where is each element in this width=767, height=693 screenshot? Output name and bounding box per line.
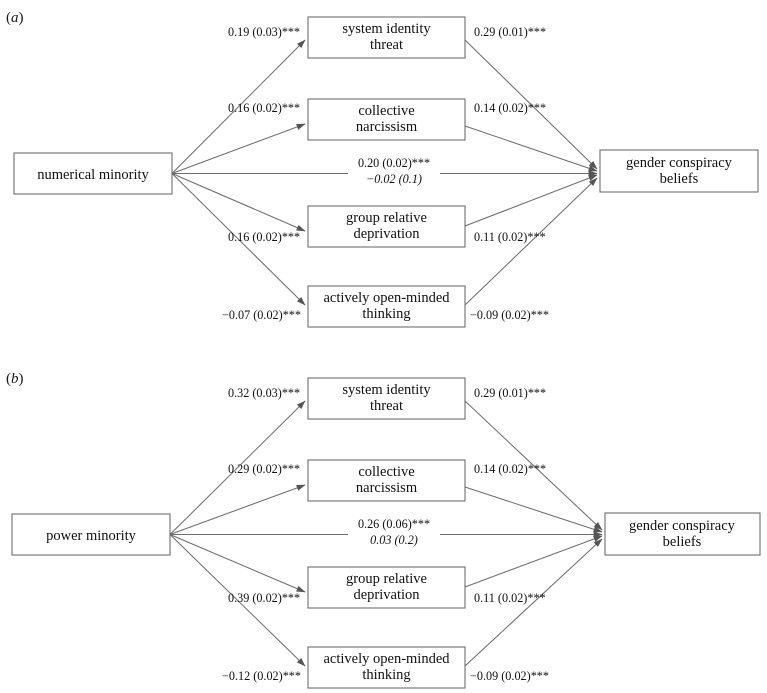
coef-b-path-2: 0.14 (0.02)*** — [474, 101, 546, 115]
panel-a: (a) numerical minority system identity t… — [6, 10, 759, 328]
path-a-predictor-to-m3 — [171, 173, 306, 232]
node-a-outcome-line1: gender conspiracy — [626, 155, 733, 171]
node-b-mediator-1-line2: threat — [370, 398, 403, 414]
node-b-outcome-line2: beliefs — [663, 534, 702, 550]
coef-b-bpath-2: 0.14 (0.02)*** — [474, 462, 546, 476]
node-b-predictor-label: power minority — [46, 528, 137, 544]
node-b-mediator-1 — [307, 377, 466, 420]
node-b-mediator-3-line2: deprivation — [353, 587, 420, 603]
node-a-mediator-1-line1: system identity — [342, 21, 431, 37]
path-a-predictor-to-m2 — [171, 123, 306, 174]
node-b-mediator-4-line1: actively open-minded — [323, 651, 450, 667]
coef-a-path-1: 0.19 (0.03)*** — [228, 25, 300, 39]
node-a-mediator-3-line2: deprivation — [353, 226, 420, 242]
node-a-mediator-4-line1: actively open-minded — [323, 290, 450, 306]
node-b-mediator-2-line1: collective — [358, 464, 414, 480]
coef-b-direct-residual: 0.03 (0.2) — [370, 533, 418, 547]
panel-a-label: (a) — [6, 10, 24, 26]
node-b-mediator-3-line1: group relative — [346, 571, 427, 587]
node-b-mediator-4 — [307, 646, 466, 689]
coef-b-bpath-1: 0.29 (0.01)*** — [474, 386, 546, 400]
coef-a-path-4: −0.07 (0.02)*** — [222, 308, 301, 322]
coef-b-path-3: 0.11 (0.02)*** — [474, 230, 546, 244]
node-a-mediator-4-line2: thinking — [362, 306, 410, 322]
node-a-mediator-2 — [307, 98, 466, 141]
node-a-outcome — [599, 149, 759, 193]
path-a-m3-to-outcome — [464, 174, 598, 227]
panel-b-label: (b) — [6, 371, 24, 387]
node-a-mediator-3 — [307, 205, 466, 248]
coef-a-direct-total: 0.20 (0.02)*** — [358, 156, 430, 170]
path-b-predictor-to-m3 — [169, 534, 306, 593]
node-a-mediator-4 — [307, 285, 466, 328]
path-b-predictor-to-m4 — [169, 534, 306, 667]
coef-b-path-4: −0.09 (0.02)*** — [470, 308, 549, 322]
node-a-mediator-1-line2: threat — [370, 37, 403, 53]
node-b-mediator-2 — [307, 459, 466, 502]
coef-b-apath-4: −0.12 (0.02)*** — [222, 669, 301, 683]
path-a-m4-to-outcome — [464, 177, 598, 306]
path-a-m1-to-outcome — [464, 39, 598, 170]
coef-a-path-3: 0.16 (0.02)*** — [228, 230, 300, 244]
node-b-predictor — [11, 513, 171, 556]
coef-b-apath-2: 0.29 (0.02)*** — [228, 462, 300, 476]
path-b-m4-to-outcome — [464, 538, 603, 667]
coef-b-path-1: 0.29 (0.01)*** — [474, 25, 546, 39]
node-a-mediator-2-line2: narcissism — [356, 119, 418, 135]
path-b-m1-to-outcome — [464, 400, 603, 531]
node-a-predictor — [13, 152, 173, 195]
node-a-mediator-2-line1: collective — [358, 103, 414, 119]
node-a-mediator-1 — [307, 16, 466, 59]
path-a-predictor-to-m4 — [171, 173, 306, 306]
coef-b-bpath-4: −0.09 (0.02)*** — [470, 669, 549, 683]
path-a-predictor-to-m1 — [171, 39, 306, 174]
path-b-predictor-to-m2 — [169, 484, 306, 535]
coef-a-direct-residual: −0.02 (0.1) — [366, 172, 422, 186]
path-a-m2-to-outcome — [464, 125, 598, 172]
node-b-mediator-2-line2: narcissism — [356, 480, 418, 496]
coef-b-bpath-3: 0.11 (0.02)*** — [474, 591, 546, 605]
coef-a-path-2: 0.16 (0.02)*** — [228, 101, 300, 115]
node-b-mediator-1-line1: system identity — [342, 382, 431, 398]
panel-b: (b) power minority system identity threa… — [6, 371, 761, 689]
path-b-m3-to-outcome — [464, 535, 603, 588]
path-b-predictor-to-m1 — [169, 400, 306, 535]
coef-b-apath-1: 0.32 (0.03)*** — [228, 386, 300, 400]
node-a-outcome-line2: beliefs — [660, 171, 699, 187]
node-b-mediator-4-line2: thinking — [362, 667, 410, 683]
node-b-mediator-3 — [307, 566, 466, 609]
node-a-predictor-label: numerical minority — [37, 167, 149, 183]
coef-b-apath-3: 0.39 (0.02)*** — [228, 591, 300, 605]
node-b-outcome-line1: gender conspiracy — [629, 518, 736, 534]
path-b-m2-to-outcome — [464, 486, 603, 533]
coef-b-direct-total: 0.26 (0.06)*** — [358, 517, 430, 531]
node-b-outcome — [604, 512, 761, 556]
node-a-mediator-3-line1: group relative — [346, 210, 427, 226]
